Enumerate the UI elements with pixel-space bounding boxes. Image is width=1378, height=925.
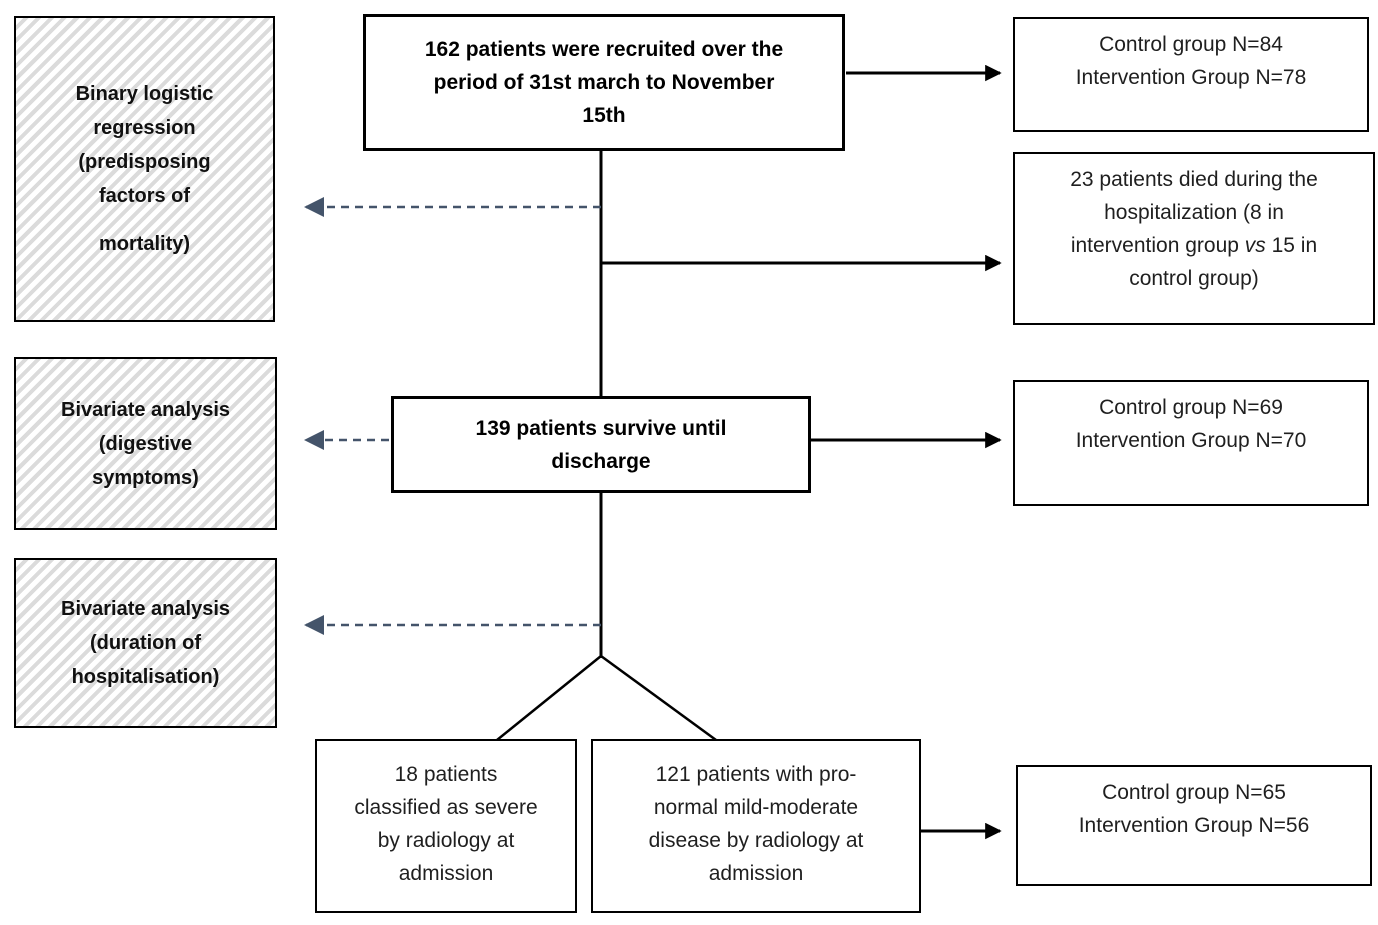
flow-text: 18 patients [394,763,498,786]
outcome-text: hospitalization (8 in [1104,201,1284,224]
flow-text: period of 31st march to November [433,71,775,94]
flow-text: normal mild-moderate [653,796,859,819]
outcome-box-groups-initial: Control group N=84 Intervention Group N=… [1013,17,1369,132]
outcome-text: Control group N=69 [1099,396,1283,419]
annotation-text: symptoms) [92,466,199,489]
fork-branch-left [496,655,602,741]
flow-box-severe-radiology: 18 patients classified as severe by radi… [315,739,577,913]
flow-text: admission [398,862,494,885]
outcome-text: Control group N=65 [1102,781,1286,804]
annotation-text: Bivariate analysis [61,398,230,421]
outcome-box-groups-discharge: Control group N=69 Intervention Group N=… [1013,380,1369,506]
outcome-text: 23 patients died during the [1070,168,1318,191]
annotation-text: factors of [98,185,191,207]
annotation-box-bivariate-duration: Bivariate analysis (duration of hospital… [14,558,277,728]
outcome-text: control group) [1129,267,1259,290]
outcome-text: Intervention Group N=70 [1075,429,1307,452]
annotation-box-binary-logistic-regression: Binary logistic regression (predisposing… [14,16,275,322]
flow-box-mild-moderate-radiology: 121 patients with pro- normal mild-moder… [591,739,921,913]
outcome-text: intervention group vs 15 in [1070,234,1318,257]
annotation-text: regression [93,117,196,139]
flow-text: classified as severe [354,796,538,819]
flow-text: disease by radiology at [648,829,864,852]
annotation-text: Bivariate analysis [61,598,230,620]
annotation-text: (predisposing [78,151,211,173]
outcome-box-groups-radiology: Control group N=65 Intervention Group N=… [1016,765,1372,886]
flow-text: 15th [582,104,626,127]
flow-text: 121 patients with pro- [655,763,857,786]
annotation-box-bivariate-digestive: Bivariate analysis (digestive symptoms) [14,357,277,530]
outcome-text: Intervention Group N=78 [1075,66,1307,89]
annotation-text: hospitalisation) [71,666,220,688]
annotation-text: Binary logistic [75,83,214,105]
fork-branch-right [600,654,717,742]
flow-text: by radiology at [377,829,515,852]
flow-box-survived: 139 patients survive until discharge [391,396,811,493]
outcome-text: Control group N=84 [1099,33,1283,56]
annotation-text: (digestive [98,432,193,455]
outcome-text: Intervention Group N=56 [1078,814,1310,837]
flow-text: admission [708,862,804,885]
annotation-text: mortality) [98,233,191,255]
vs-italic: vs [1244,234,1266,257]
flow-text: 162 patients were recruited over the [424,38,784,61]
annotation-text: (duration of [89,632,202,654]
flow-text: discharge [551,449,651,473]
outcome-box-deaths: 23 patients died during the hospitalizat… [1013,152,1375,325]
flow-box-recruited: 162 patients were recruited over the per… [363,14,845,151]
flow-text: 139 patients survive until [475,416,727,440]
